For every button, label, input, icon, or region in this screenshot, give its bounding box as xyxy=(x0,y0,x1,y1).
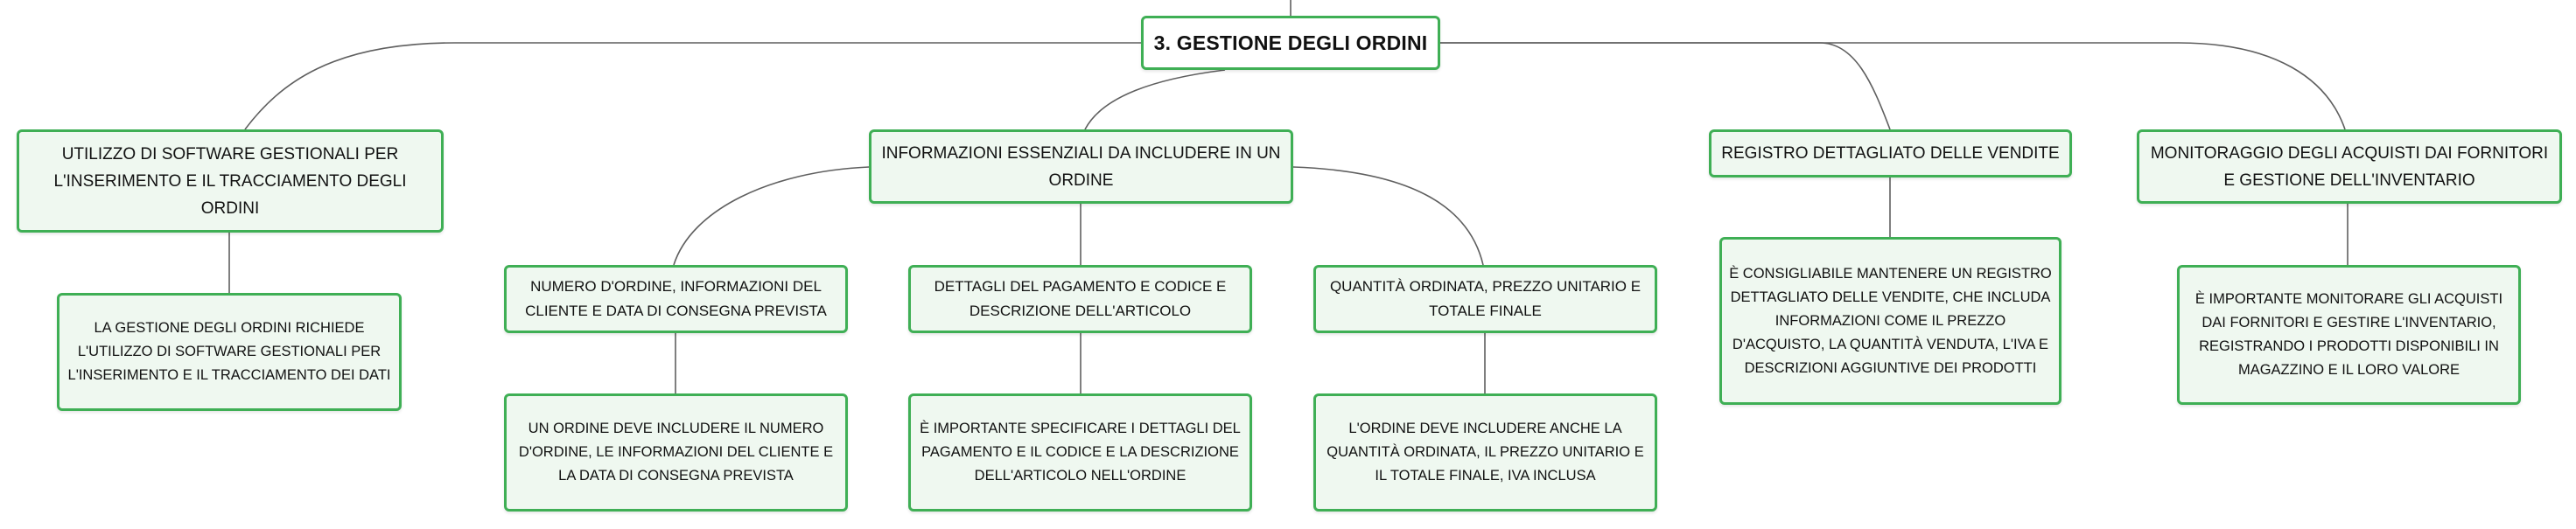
branch-label: MONITORAGGIO DEGLI ACQUISTI DAI FORNITOR… xyxy=(2150,143,2549,190)
detail-label: UN ORDINE DEVE INCLUDERE IL NUMERO D'ORD… xyxy=(518,421,834,484)
connector-root-branch-2 xyxy=(1084,69,1226,130)
child-label: QUANTITÀ ORDINATA, PREZZO UNITARIO E TOT… xyxy=(1329,278,1642,319)
branch-label: INFORMAZIONI ESSENZIALI DA INCLUDERE IN … xyxy=(881,143,1281,190)
root-topic-label: 3. GESTIONE DEGLI ORDINI xyxy=(1153,31,1428,54)
branch-monitoraggio-acquisti[interactable]: MONITORAGGIO DEGLI ACQUISTI DAI FORNITOR… xyxy=(2137,129,2562,204)
detail-software-gestionali[interactable]: LA GESTIONE DEGLI ORDINI RICHIEDE L'UTIL… xyxy=(57,293,402,411)
detail-label: L'ORDINE DEVE INCLUDERE ANCHE LA QUANTIT… xyxy=(1326,421,1644,484)
branch-registro-vendite[interactable]: REGISTRO DETTAGLIATO DELLE VENDITE xyxy=(1709,129,2072,177)
detail-label: È IMPORTANTE MONITORARE GLI ACQUISTI DAI… xyxy=(2194,291,2503,378)
detail-quantita-prezzo[interactable]: L'ORDINE DEVE INCLUDERE ANCHE LA QUANTIT… xyxy=(1313,393,1657,512)
connector-root-branch-4 xyxy=(1440,42,2346,130)
branch-software-gestionali[interactable]: UTILIZZO DI SOFTWARE GESTIONALI PER L'IN… xyxy=(17,129,444,233)
branch-label: UTILIZZO DI SOFTWARE GESTIONALI PER L'IN… xyxy=(53,144,407,218)
connector-root-branch-1 xyxy=(244,42,1141,130)
connector-root-branch-3 xyxy=(1440,42,1891,130)
branch-informazioni-essenziali[interactable]: INFORMAZIONI ESSENZIALI DA INCLUDERE IN … xyxy=(869,129,1293,204)
child-numero-ordine[interactable]: NUMERO D'ORDINE, INFORMAZIONI DEL CLIENT… xyxy=(504,265,848,333)
child-dettagli-pagamento[interactable]: DETTAGLI DEL PAGAMENTO E CODICE E DESCRI… xyxy=(908,265,1252,333)
detail-monitoraggio-acquisti[interactable]: È IMPORTANTE MONITORARE GLI ACQUISTI DAI… xyxy=(2177,265,2521,405)
detail-registro-vendite[interactable]: È CONSIGLIABILE MANTENERE UN REGISTRO DE… xyxy=(1719,237,2062,405)
child-label: NUMERO D'ORDINE, INFORMAZIONI DEL CLIENT… xyxy=(525,278,827,319)
detail-label: È CONSIGLIABILE MANTENERE UN REGISTRO DE… xyxy=(1729,265,2052,376)
detail-label: LA GESTIONE DEGLI ORDINI RICHIEDE L'UTIL… xyxy=(67,320,391,383)
child-label: DETTAGLI DEL PAGAMENTO E CODICE E DESCRI… xyxy=(934,278,1227,319)
child-quantita-prezzo[interactable]: QUANTITÀ ORDINATA, PREZZO UNITARIO E TOT… xyxy=(1313,265,1657,333)
detail-label: È IMPORTANTE SPECIFICARE I DETTAGLI DEL … xyxy=(920,421,1241,484)
branch-label: REGISTRO DETTAGLIATO DELLE VENDITE xyxy=(1721,144,2060,163)
connector-branch-2-child-1 xyxy=(673,166,870,266)
detail-numero-ordine[interactable]: UN ORDINE DEVE INCLUDERE IL NUMERO D'ORD… xyxy=(504,393,848,512)
detail-dettagli-pagamento[interactable]: È IMPORTANTE SPECIFICARE I DETTAGLI DEL … xyxy=(908,393,1252,512)
root-topic[interactable]: 3. GESTIONE DEGLI ORDINI xyxy=(1141,16,1440,70)
connector-branch-2-child-3 xyxy=(1292,166,1484,266)
